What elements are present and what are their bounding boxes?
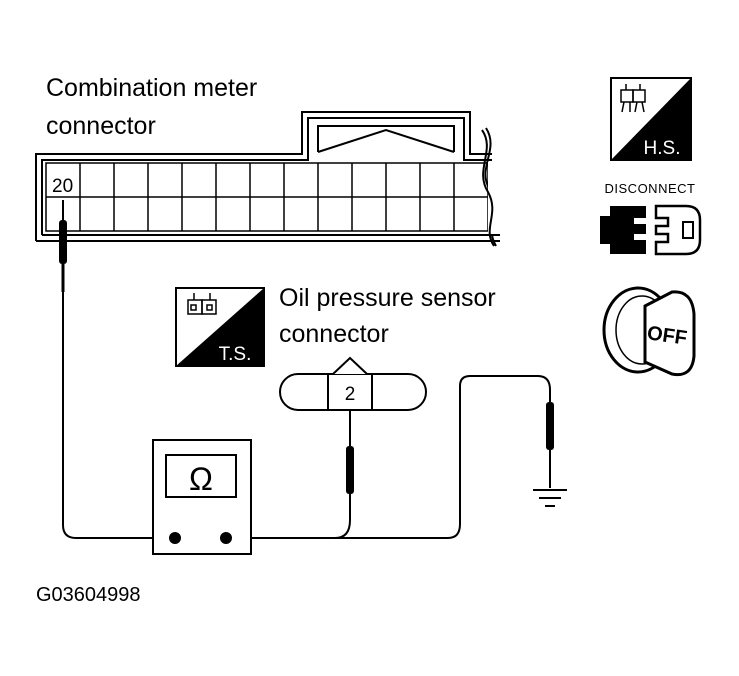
probe-ground-side [546,402,554,488]
terminal-side-icon [175,287,265,367]
ground-icon [533,489,567,507]
oil-sensor-pin-number: 2 [345,384,356,405]
ohmmeter-terminal-left [169,532,181,544]
terminal-side-label: T.S. [219,344,252,365]
combination-meter-label-line2: connector [46,112,156,140]
probe-meter-side [59,200,67,292]
probe-sensor-side [346,402,354,494]
disconnect-label: DISCONNECT [605,181,696,196]
connector-cavity-grid [45,162,489,232]
ohm-symbol: Ω [189,461,213,497]
ohmmeter [152,439,252,555]
harness-side-label: H.S. [644,138,681,159]
oil-sensor-label-line2: connector [279,320,389,348]
test-lead-wires [62,292,551,539]
meter-pin-number: 20 [52,176,73,197]
combination-meter-label-line1: Combination meter [46,74,257,102]
lead-to-meter-connector [62,292,175,539]
combination-meter-connector [35,111,500,247]
oil-sensor-label-line1: Oil pressure sensor [279,284,496,312]
lead-to-ground [335,375,551,539]
ohmmeter-terminal-right [220,532,232,544]
disconnect-icon [600,204,702,256]
ignition-off-icon [602,286,696,377]
figure-code: G03604998 [36,584,141,606]
harness-side-icon [610,77,692,161]
oil-sensor-connector [279,356,427,411]
